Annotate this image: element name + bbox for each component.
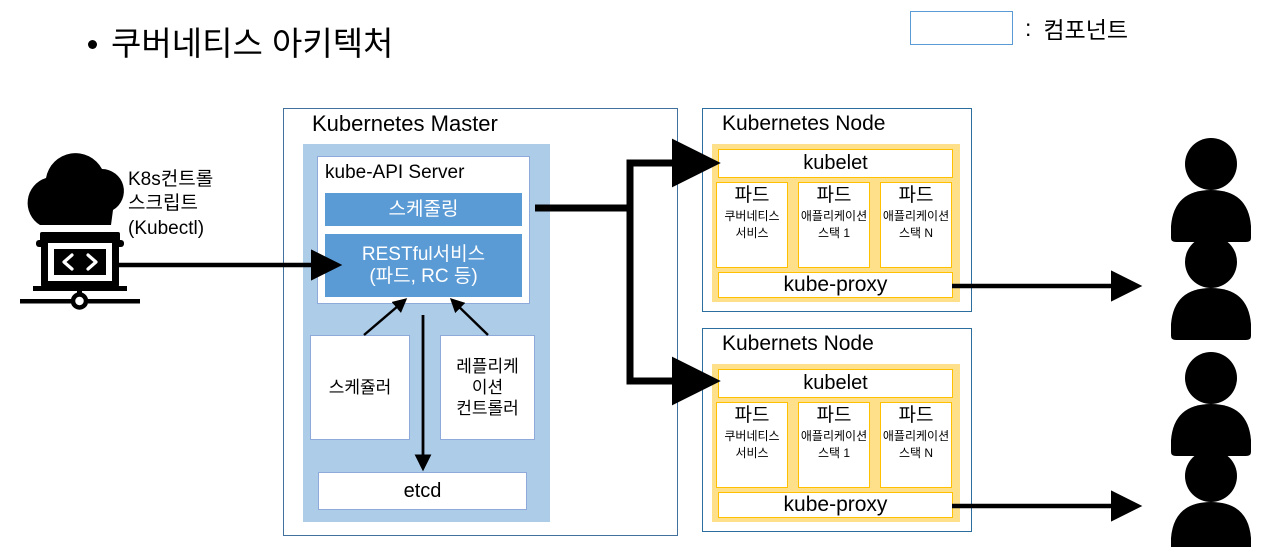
pod-title: 파드 bbox=[734, 405, 770, 426]
pod-box-2-2: 파드 애플리케이션 스택 1 bbox=[798, 402, 870, 488]
kubelet-box-2: kubelet bbox=[718, 369, 953, 398]
pod-sub-line2: 서비스 bbox=[735, 445, 769, 460]
replication-controller-line1: 레플리케 bbox=[456, 356, 519, 376]
pod-title: 파드 bbox=[898, 405, 934, 426]
pod-sub-line2: 스택 1 bbox=[817, 225, 851, 240]
pod-sub-line1: 쿠버네티스 bbox=[724, 428, 780, 443]
bullet-dot-icon bbox=[88, 39, 97, 49]
pod-sub-line2: 스택 1 bbox=[817, 445, 851, 460]
user-silhouette-icon bbox=[1171, 352, 1251, 456]
pod-sub-line2: 스택 N bbox=[898, 225, 934, 240]
legend-label: 컴포넌트 bbox=[1043, 17, 1129, 43]
pod-box-2-1: 파드 쿠버네티스 서비스 bbox=[716, 402, 788, 488]
replication-controller-line2: 이션 bbox=[471, 377, 504, 397]
legend: : 컴포넌트 bbox=[910, 8, 1250, 48]
pod-sub-line1: 애플리케이션 bbox=[800, 428, 868, 443]
kube-proxy-box-2: kube-proxy bbox=[718, 492, 953, 518]
pod-sub-line1: 쿠버네티스 bbox=[724, 208, 780, 223]
cloud-terminal-icon bbox=[20, 153, 140, 310]
kubectl-label-line3: (Kubectl) bbox=[128, 217, 205, 239]
node-title-1: Kubernetes Node bbox=[722, 112, 886, 135]
pod-sub-line2: 스택 N bbox=[898, 445, 934, 460]
kubelet-box-1: kubelet bbox=[718, 149, 953, 178]
pod-title: 파드 bbox=[898, 185, 934, 206]
replication-controller-line3: 컨트롤러 bbox=[456, 399, 519, 419]
pod-box-1-1: 파드 쿠버네티스 서비스 bbox=[716, 182, 788, 268]
restful-service-line1: RESTful서비스 bbox=[361, 243, 486, 265]
user-silhouette-icon bbox=[1171, 450, 1251, 547]
pod-sub-line1: 애플리케이션 bbox=[800, 208, 868, 223]
kubectl-label: K8s컨트롤 스크립트 (Kubectl) bbox=[128, 168, 278, 258]
pod-sub-line1: 애플리케이션 bbox=[882, 428, 950, 443]
restful-service-line2: (파드, RC 등) bbox=[369, 265, 478, 287]
scheduler-box: 스케쥴러 bbox=[310, 335, 410, 440]
user-silhouette-icon bbox=[1171, 236, 1251, 340]
page-title: 쿠버네티스 아키텍처 bbox=[88, 20, 608, 68]
scheduling-box: 스케줄링 bbox=[325, 193, 522, 226]
kubectl-label-line2: 스크립트 bbox=[128, 193, 198, 215]
pod-box-2-3: 파드 애플리케이션 스택 N bbox=[880, 402, 952, 488]
etcd-box: etcd bbox=[318, 472, 527, 510]
page-title-text: 쿠버네티스 아키텍처 bbox=[111, 24, 394, 62]
replication-controller-box: 레플리케 이션 컨트롤러 bbox=[440, 335, 535, 440]
pod-box-1-2: 파드 애플리케이션 스택 1 bbox=[798, 182, 870, 268]
pod-box-1-3: 파드 애플리케이션 스택 N bbox=[880, 182, 952, 268]
pod-title: 파드 bbox=[816, 185, 852, 206]
kubectl-label-line1: K8s컨트롤 bbox=[128, 169, 214, 190]
pod-title: 파드 bbox=[816, 405, 852, 426]
kube-proxy-box-1: kube-proxy bbox=[718, 272, 953, 298]
kube-api-server-label: kube-API Server bbox=[325, 162, 465, 183]
user-silhouette-icon bbox=[1171, 138, 1251, 242]
master-title: Kubernetes Master bbox=[312, 111, 498, 136]
pod-sub-line2: 서비스 bbox=[735, 225, 769, 240]
legend-swatch-icon bbox=[910, 11, 1013, 45]
pod-title: 파드 bbox=[734, 185, 770, 206]
restful-service-box: RESTful서비스 (파드, RC 등) bbox=[325, 234, 522, 297]
pod-sub-line1: 애플리케이션 bbox=[882, 208, 950, 223]
node-title-2: Kubernets Node bbox=[722, 332, 874, 355]
legend-colon: : bbox=[1025, 14, 1032, 41]
